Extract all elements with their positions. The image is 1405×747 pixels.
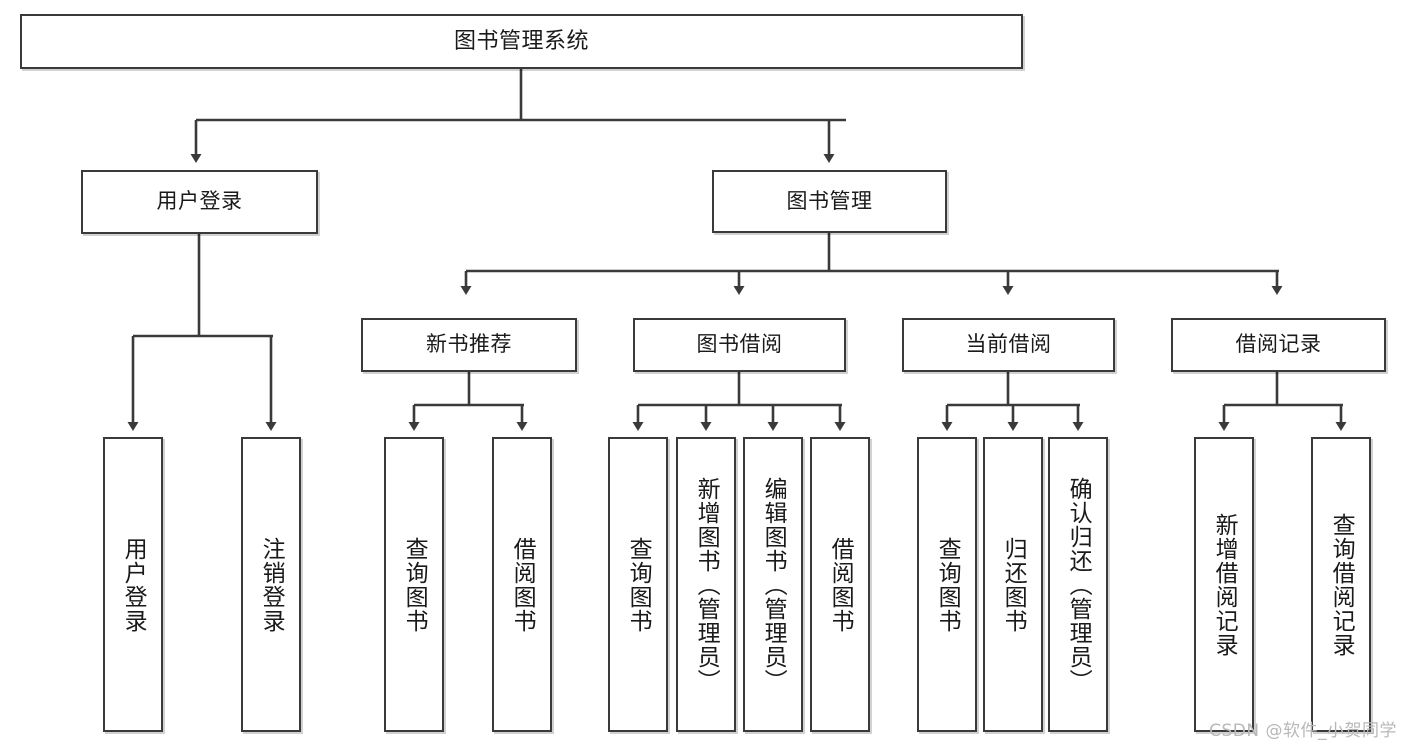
node-leaf-borrow-book-1-label: 借阅图书 (509, 536, 536, 633)
node-leaf-add-book[interactable]: 新增图书（管理员） (676, 437, 736, 732)
node-leaf-logout[interactable]: 注销登录 (241, 437, 301, 732)
node-book-borrow[interactable]: 图书借阅 (633, 318, 846, 372)
node-leaf-query-book-3-label: 查询图书 (934, 536, 961, 633)
node-leaf-borrow-book-1[interactable]: 借阅图书 (492, 437, 552, 732)
node-leaf-borrow-book-2[interactable]: 借阅图书 (810, 437, 870, 732)
node-borrow-record-label: 借阅记录 (1235, 332, 1322, 357)
node-leaf-add-record-label: 新增借阅记录 (1211, 512, 1238, 657)
node-borrow-record[interactable]: 借阅记录 (1171, 318, 1386, 372)
node-leaf-user-login[interactable]: 用户登录 (103, 437, 163, 732)
node-root[interactable]: 图书管理系统 (20, 14, 1023, 69)
node-leaf-confirm-return[interactable]: 确认归还（管理员） (1048, 437, 1108, 732)
watermark-text: CSDN @软件_小贺同学 (1209, 721, 1397, 741)
node-leaf-borrow-book-2-label: 借阅图书 (827, 536, 854, 633)
node-leaf-query-book-1[interactable]: 查询图书 (384, 437, 444, 732)
node-leaf-return-book[interactable]: 归还图书 (983, 437, 1043, 732)
node-root-label: 图书管理系统 (453, 28, 589, 54)
node-leaf-add-record[interactable]: 新增借阅记录 (1194, 437, 1254, 732)
node-user-login-label: 用户登录 (156, 189, 243, 214)
node-new-book-recommend[interactable]: 新书推荐 (361, 318, 577, 372)
node-leaf-confirm-return-label: 确认归还（管理员） (1065, 476, 1092, 693)
node-new-book-recommend-label: 新书推荐 (426, 332, 512, 357)
node-leaf-logout-label: 注销登录 (258, 536, 285, 633)
node-book-borrow-label: 图书借阅 (696, 332, 783, 357)
node-book-manage[interactable]: 图书管理 (712, 170, 947, 233)
node-leaf-query-book-1-label: 查询图书 (401, 536, 428, 633)
node-leaf-query-book-2[interactable]: 查询图书 (608, 437, 668, 732)
node-leaf-query-book-3[interactable]: 查询图书 (917, 437, 977, 732)
node-book-manage-label: 图书管理 (786, 188, 873, 213)
node-leaf-add-book-label: 新增图书（管理员） (693, 476, 720, 693)
node-user-login[interactable]: 用户登录 (81, 170, 318, 234)
node-leaf-user-login-label: 用户登录 (120, 536, 147, 633)
node-leaf-query-book-2-label: 查询图书 (625, 536, 652, 633)
node-leaf-edit-book-label: 编辑图书（管理员） (760, 476, 787, 693)
node-leaf-edit-book[interactable]: 编辑图书（管理员） (743, 437, 803, 732)
node-leaf-query-record-label: 查询借阅记录 (1328, 512, 1355, 657)
node-current-borrow[interactable]: 当前借阅 (902, 318, 1115, 372)
node-leaf-query-record[interactable]: 查询借阅记录 (1311, 437, 1371, 732)
node-leaf-return-book-label: 归还图书 (1000, 536, 1027, 633)
node-current-borrow-label: 当前借阅 (965, 332, 1052, 357)
